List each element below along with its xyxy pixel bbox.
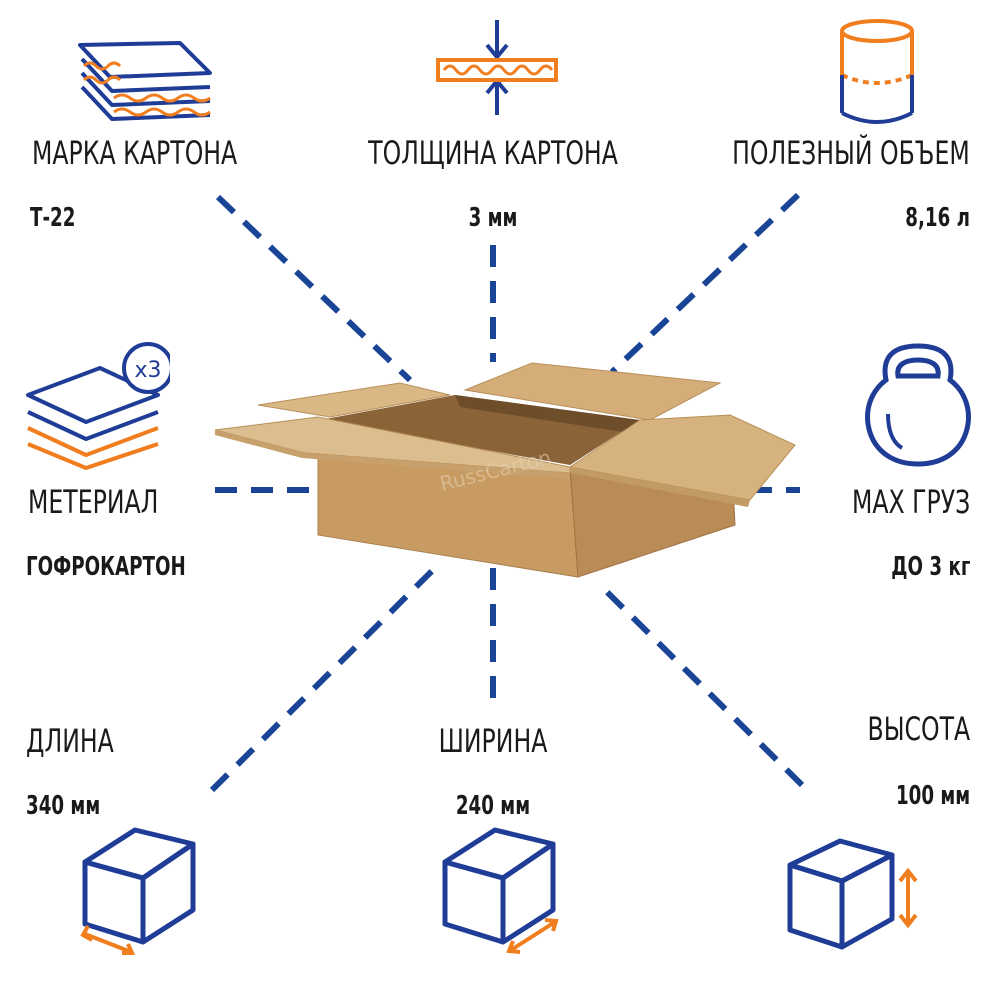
thickness-caption: ТОЛЩИНА КАРТОНА [368,134,618,172]
volume-caption: ПОЛЕЗНЫЙ ОБЪЕМ [732,134,970,172]
thickness-arrows-icon [436,20,558,115]
connector-height [597,582,805,788]
max-load-value: ДО 3 кг [890,552,970,582]
material-value: ГОФРОКАРТОН [26,552,186,582]
cardboard-box-illustration: RussCarton [214,362,796,578]
material-badge: x3 [134,358,161,383]
width-value: 240 мм [455,791,531,821]
length-caption: ДЛИНА [26,722,114,760]
kettlebell-icon [865,343,971,467]
width-caption: ШИРИНА [438,722,548,760]
thickness-value: 3 мм [468,203,518,233]
connector-length [209,562,441,793]
cube-length-icon [80,827,196,955]
grade-caption: МАРКА КАРТОНА [32,134,238,172]
cylinder-volume-icon [840,19,914,124]
cube-width-icon [442,827,559,954]
volume-value: 8,16 л [905,203,970,233]
connector-grade [215,194,413,383]
grade-value: Т-22 [30,203,76,233]
length-value: 340 мм [26,791,101,821]
height-caption: ВЫСОТА [867,710,970,748]
height-value: 100 мм [895,781,970,811]
material-caption: МЕТЕРИАЛ [28,483,159,521]
connector-volume [609,192,801,375]
cube-height-icon [787,838,918,950]
triple-layer-icon: x3 [26,342,170,470]
corrugated-layers-icon [78,41,212,121]
max-load-caption: MAX ГРУЗ [851,483,970,521]
